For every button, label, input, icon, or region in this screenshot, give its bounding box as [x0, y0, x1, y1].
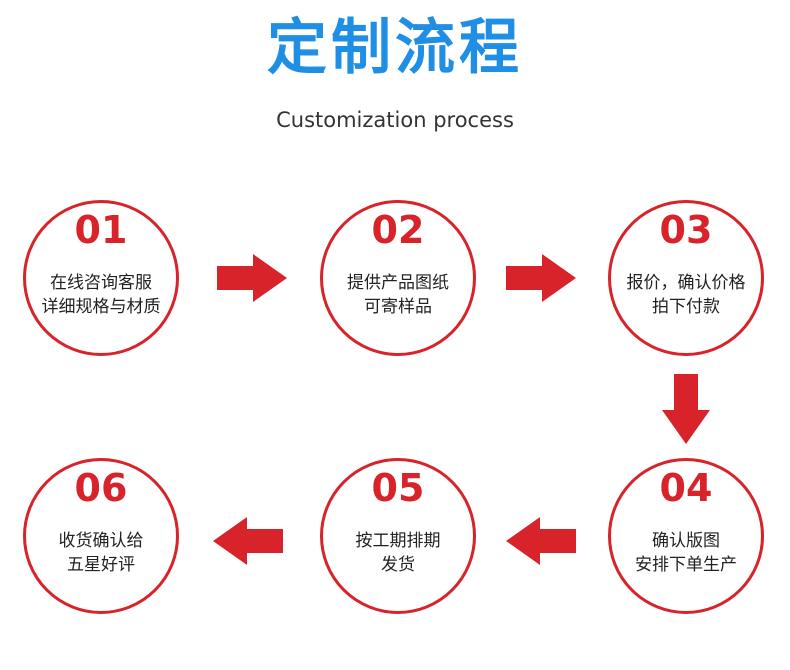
step-number: 03 — [659, 208, 713, 252]
step-line: 收货确认给 — [58, 531, 144, 551]
arrow-left-icon — [213, 517, 283, 565]
step-description: 确认版图 安排下单生产 — [611, 529, 761, 577]
page-title: 定制流程 — [267, 13, 523, 83]
step-line: 报价，确认价格 — [626, 273, 746, 293]
step-line: 提供产品图纸 — [347, 273, 449, 293]
step-line: 确认版图 — [652, 531, 720, 551]
step-02-circle: 02 提供产品图纸 可寄样品 — [320, 200, 476, 356]
step-description: 收货确认给 五星好评 — [26, 529, 176, 577]
step-line: 可寄样品 — [364, 297, 432, 317]
step-line: 五星好评 — [67, 555, 135, 575]
step-05-circle: 05 按工期排期 发货 — [320, 458, 476, 614]
arrow-right-icon — [506, 254, 576, 302]
step-line: 按工期排期 — [355, 531, 441, 551]
step-04-circle: 04 确认版图 安排下单生产 — [608, 458, 764, 614]
step-line: 详细规格与材质 — [41, 297, 161, 317]
step-line: 发货 — [381, 555, 415, 575]
step-description: 报价，确认价格 拍下付款 — [611, 271, 761, 319]
step-description: 按工期排期 发货 — [323, 529, 473, 577]
step-description: 在线咨询客服 详细规格与材质 — [26, 271, 176, 319]
step-number: 05 — [371, 466, 425, 510]
arrow-right-icon — [217, 254, 287, 302]
step-number: 01 — [74, 208, 128, 252]
step-line: 在线咨询客服 — [50, 273, 152, 293]
step-description: 提供产品图纸 可寄样品 — [323, 271, 473, 319]
step-01-circle: 01 在线咨询客服 详细规格与材质 — [23, 200, 179, 356]
step-number: 06 — [74, 466, 128, 510]
step-line: 安排下单生产 — [635, 555, 737, 575]
step-line: 拍下付款 — [652, 297, 720, 317]
arrow-down-icon — [662, 374, 710, 444]
arrow-left-icon — [506, 517, 576, 565]
step-03-circle: 03 报价，确认价格 拍下付款 — [608, 200, 764, 356]
step-number: 02 — [371, 208, 425, 252]
step-number: 04 — [659, 466, 713, 510]
page-subtitle: Customization process — [276, 108, 514, 132]
step-06-circle: 06 收货确认给 五星好评 — [23, 458, 179, 614]
